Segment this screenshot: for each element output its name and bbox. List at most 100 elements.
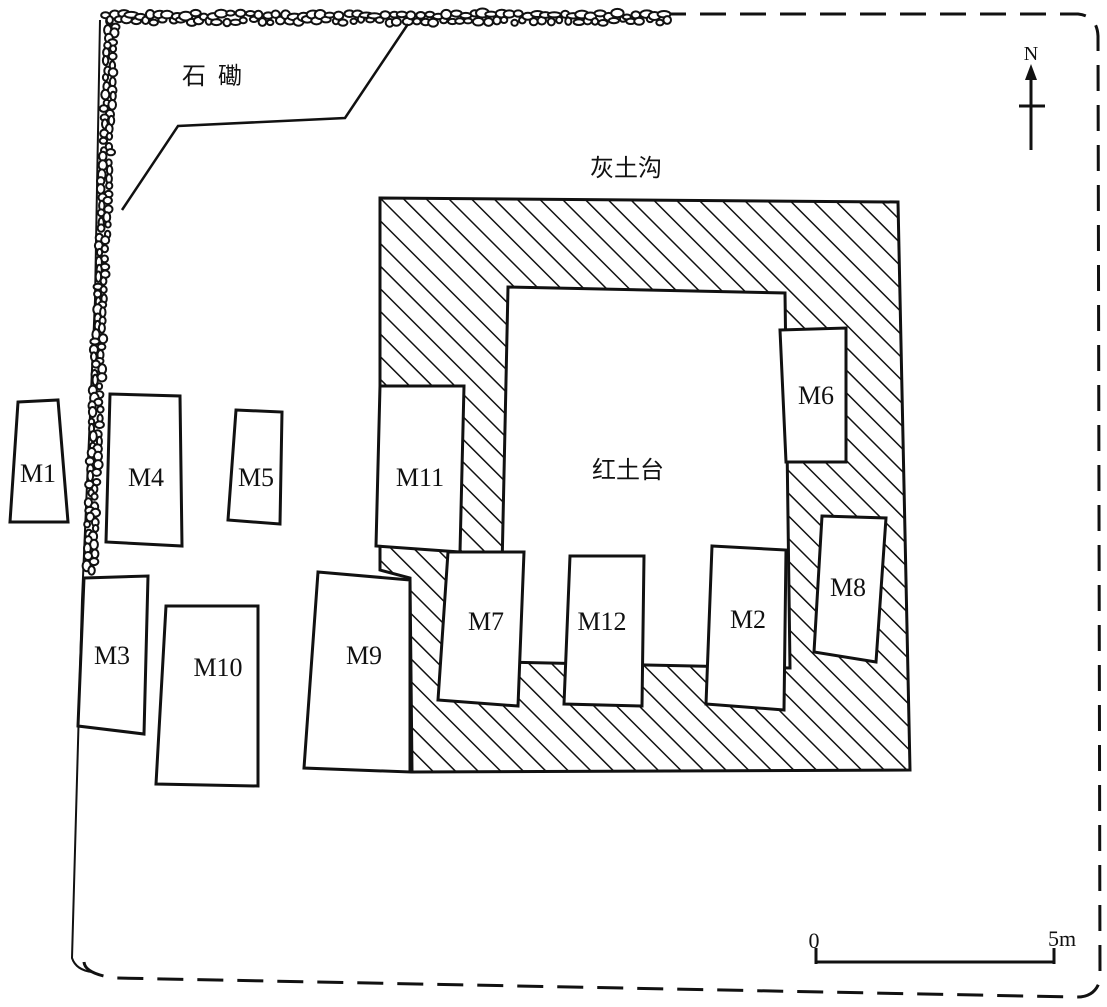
tomb-m2[interactable] [704, 544, 788, 712]
scale-bar-start-label: 0 [809, 928, 820, 953]
cobble-stone [483, 17, 494, 27]
cobble-stone [607, 17, 621, 25]
cobble-stone [379, 10, 391, 20]
cobble-stone [105, 164, 114, 176]
tomb-label-m10: M10 [193, 653, 242, 682]
cobble-stone [349, 17, 358, 25]
cobble-stone [610, 7, 625, 19]
tomb-label-m7: M7 [468, 607, 504, 636]
tomb-m6[interactable] [778, 326, 848, 464]
cobble-stone [238, 16, 248, 25]
cobble-stone [234, 8, 247, 18]
cobble-stone [105, 15, 114, 25]
cobble-stone [98, 104, 109, 113]
cobble-stone [88, 430, 98, 443]
cobble-stone [97, 322, 106, 334]
north-arrow-head [1025, 64, 1037, 80]
cobble-stone [100, 235, 111, 246]
cobble-stone [390, 17, 402, 27]
cobble-stone [107, 99, 117, 111]
tombs [8, 326, 888, 788]
cobble-stone [555, 15, 564, 25]
tomb-label-m5: M5 [238, 463, 274, 492]
cobble-stone [105, 148, 117, 157]
tomb-m7[interactable] [436, 550, 526, 708]
tomb-m5[interactable] [226, 408, 284, 526]
cobble-stone [266, 18, 275, 27]
scale-bar: 0 5m [809, 926, 1076, 964]
scale-bar-end-label: 5m [1048, 926, 1076, 951]
cobble-stone [257, 17, 268, 27]
cobble-stone [105, 181, 114, 190]
cobble-stone [98, 136, 109, 145]
cobble-stone [90, 492, 99, 501]
ash-ditch [378, 196, 912, 774]
cobble-stone [101, 73, 110, 82]
cobble-stone [148, 18, 159, 27]
cobble-stone [415, 11, 427, 20]
cobble-stone [471, 16, 485, 27]
cobble-stone [454, 17, 466, 25]
cobble-stone [655, 18, 665, 27]
stone-embankment-cobbles [81, 7, 673, 576]
cobble-stone [83, 520, 91, 529]
cobble-stone [96, 223, 106, 233]
cobble-stone [94, 270, 103, 283]
cobble-stone [101, 55, 110, 66]
cobble-stone [572, 18, 586, 27]
tomb-m12[interactable] [562, 554, 646, 708]
cobble-stone [107, 51, 118, 61]
cobble-stone [95, 183, 106, 195]
tomb-m10[interactable] [154, 604, 260, 788]
cobble-stone [87, 565, 96, 576]
cobble-stone [225, 9, 236, 17]
cobble-stone [462, 17, 474, 25]
cobble-stone [337, 18, 349, 27]
cobble-stone [210, 18, 223, 27]
tomb-m8[interactable] [812, 514, 888, 664]
ash-ditch-label: 灰土沟 [590, 155, 662, 182]
cobble-stone [104, 220, 112, 229]
cobble-stone [105, 132, 114, 141]
site-boundary-dashed [82, 12, 1102, 999]
cobble-stone [95, 382, 104, 391]
cobble-stone [96, 247, 104, 257]
tomb-label-m4: M4 [128, 463, 164, 492]
tomb-m3[interactable] [76, 574, 150, 736]
cobble-stone [92, 459, 104, 471]
tomb-m4[interactable] [104, 392, 184, 548]
stone-embankment-label: 石 磡 [182, 63, 242, 90]
stone-embankment-outline [120, 23, 410, 211]
cobble-stone [100, 88, 111, 101]
cobble-stone [510, 18, 519, 27]
cobble-stone [96, 372, 108, 383]
tomb-m9[interactable] [302, 570, 412, 774]
cobble-stone [597, 19, 609, 27]
tomb-label-m2: M2 [730, 605, 766, 634]
cobble-stone [633, 16, 645, 26]
cobble-stone [109, 90, 117, 102]
cobble-stone [332, 10, 345, 21]
cobble-stone [528, 17, 539, 27]
cobble-stone [374, 16, 385, 24]
cobble-stone [86, 469, 95, 483]
tomb-label-m9: M9 [346, 641, 382, 670]
cobble-stone [94, 420, 105, 430]
tomb-m1[interactable] [8, 398, 70, 524]
cobble-stone [107, 67, 119, 78]
tomb-label-m11: M11 [396, 463, 444, 492]
north-arrow: N [1019, 43, 1045, 150]
cobble-stone [440, 8, 453, 20]
tomb-label-m8: M8 [830, 573, 866, 602]
cobble-stone [99, 285, 108, 294]
tomb-label-m1: M1 [20, 459, 56, 488]
cobble-stone [253, 9, 264, 20]
cobble-stone [512, 9, 524, 18]
cobble-stone [189, 8, 202, 18]
cobble-stone [99, 276, 108, 286]
red-platform-label: 红土台 [592, 457, 664, 484]
tomb-label-m3: M3 [94, 641, 130, 670]
north-label: N [1024, 43, 1038, 65]
cobble-stone [96, 342, 107, 351]
